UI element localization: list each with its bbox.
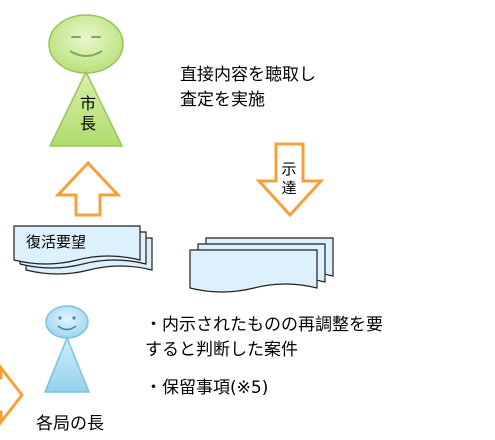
notify-label: 示 達 xyxy=(279,160,299,198)
notify-label-char-2: 達 xyxy=(281,179,297,197)
notify-label-char-1: 示 xyxy=(281,160,297,178)
mayor-smile xyxy=(69,50,103,57)
down-arrow xyxy=(255,142,325,218)
revival-doc-front xyxy=(13,225,141,265)
revival-doc-label: 復活要望 xyxy=(26,233,87,251)
bullet-2: ・保留事項(※5) xyxy=(145,378,269,398)
mayor-label-char-2: 長 xyxy=(79,114,96,133)
bureau-chief-figure xyxy=(43,305,91,393)
mayor-head xyxy=(48,14,124,74)
bullet-1-line-1: ・内示されたものの再調整を要 xyxy=(145,315,383,335)
left-arrow-partial xyxy=(0,364,24,426)
chief-head xyxy=(45,305,89,339)
mayor-note-line-1: 直接内容を聴取し xyxy=(180,65,316,85)
up-arrow xyxy=(54,160,122,217)
mayor-body xyxy=(48,70,124,147)
mayor-label-char-1: 市 xyxy=(79,94,96,113)
bureau-chief-label: 各局の長 xyxy=(36,414,104,434)
mayor-figure xyxy=(48,14,124,147)
revival-doc-stack xyxy=(13,225,153,275)
response-doc-stack xyxy=(189,237,334,293)
mayor-label: 市 長 xyxy=(78,94,98,134)
bullet-1-line-2: すると判断した案件 xyxy=(145,340,298,360)
mayor-note-line-2: 査定を実施 xyxy=(180,90,265,110)
chief-body xyxy=(43,336,91,393)
